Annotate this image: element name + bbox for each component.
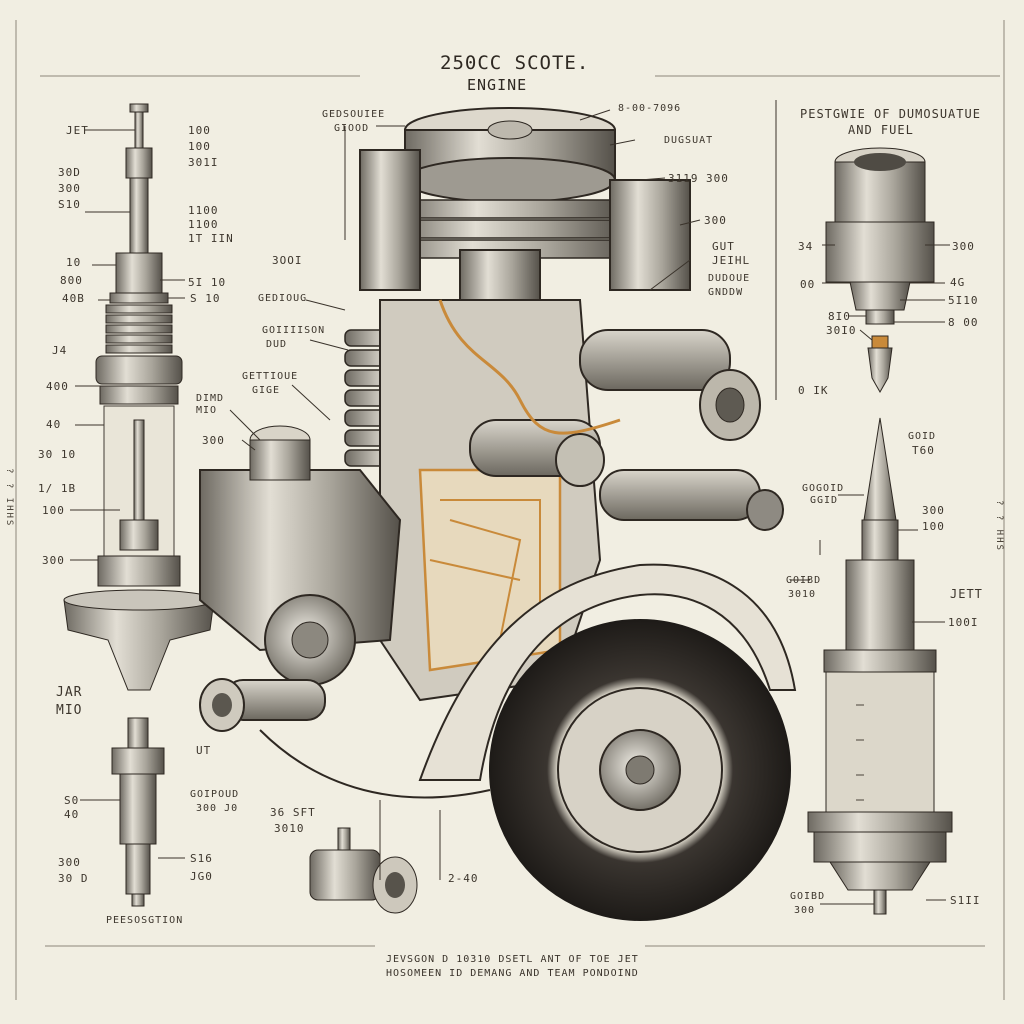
left-label: JAR (56, 685, 83, 700)
left-label: 300 (58, 182, 81, 195)
engine-label: MIO (196, 405, 218, 416)
bottom-left-label: PEESOSGTION (106, 915, 184, 926)
engine-label: 300 (706, 172, 729, 185)
right-label: GOID (908, 431, 937, 442)
leader-lines (70, 100, 950, 905)
side-label-right: ? ? HHS (994, 500, 1004, 552)
right-upper-cap (825, 147, 935, 394)
right-label: 5I10 (948, 294, 979, 307)
engine-label: 3119 (668, 172, 699, 185)
right-label: T60 (912, 444, 935, 457)
engine-label: 8-00-7096 (618, 103, 682, 114)
right-label: GOIBD (790, 891, 826, 902)
left-label: 30 10 (38, 448, 77, 461)
right-label: 00 (800, 278, 816, 291)
left-label: 301I (188, 156, 219, 169)
left-label: J4 (52, 344, 68, 357)
right-label: 34 (798, 240, 814, 253)
left-label: MIO (56, 703, 83, 718)
right-label: 300 (952, 240, 975, 253)
bottom-left-label: JG0 (190, 870, 213, 883)
engine-label: GEDIOUG (258, 293, 308, 304)
left-label: 1T IIN (188, 232, 234, 245)
engine-label: GIGE (252, 385, 281, 396)
title-line2: ENGINE (467, 76, 528, 94)
left-label: S 10 (190, 292, 221, 305)
left-label: 5I 10 (188, 276, 227, 289)
left-label: 30D (58, 166, 81, 179)
left-label: 40 (46, 418, 62, 431)
right-label: 3010 (788, 589, 817, 600)
engine-label: GEDSOUIEE (322, 109, 386, 120)
left-label: 100 (188, 124, 211, 137)
left-label: 400 (46, 380, 69, 393)
lower-left-fitting (111, 717, 165, 907)
bottom-left-label: 30 D (58, 872, 89, 885)
engine-label: 2-40 (448, 872, 479, 885)
right-label: 100 (922, 520, 945, 533)
engine-label: 300 (704, 214, 727, 227)
bottom-left-label: S16 (190, 852, 213, 865)
right-label: GOGOID (802, 483, 845, 494)
right-label: 100I (948, 616, 979, 629)
bottom-left-label: 300 (58, 856, 81, 869)
right-label: 300 (922, 504, 945, 517)
engine-label: 300 (202, 434, 225, 447)
left-label: 300 (42, 554, 65, 567)
title-line1: 250CC SCOTE. (440, 52, 590, 74)
caption-line2: HOSOMEEN ID DEMANG AND TEAM PONDOIND (386, 968, 639, 979)
left-jet-assembly (63, 103, 215, 691)
left-label: 1100 (188, 218, 219, 231)
right-label: 8I0 (828, 310, 851, 323)
engine-label: GUT (712, 240, 735, 253)
engine-label: DIMD (196, 393, 225, 404)
bottom-left-label: S0 (64, 794, 80, 807)
engine-label: UT (196, 744, 212, 757)
side-label-left: ? ? IHHS (4, 468, 14, 528)
right-label: S1II (950, 894, 981, 907)
engine-label: 3010 (274, 822, 305, 835)
engine-label: GIOOD (334, 123, 370, 134)
engine-label: GOIPOUD (190, 789, 240, 800)
engine-label: 3OOI (272, 254, 303, 267)
left-label: 800 (60, 274, 83, 287)
left-label: 100 (42, 504, 65, 517)
left-label: S10 (58, 198, 81, 211)
sheet-border (15, 20, 1005, 1000)
caption-line1: JEVSGON D 10310 DSETL ANT OF TOE JET (386, 954, 639, 965)
engine-label: 36 SFT (270, 806, 316, 819)
engine-label: DUD (266, 339, 288, 350)
left-label: 40B (62, 292, 85, 305)
engine-label: GETTIOUE (242, 371, 299, 382)
left-label: 100 (188, 140, 211, 153)
left-label: JET (66, 124, 89, 137)
engine-label: JEIHL (712, 254, 751, 267)
right-label: 300 (794, 905, 816, 916)
right-label: 8 00 (948, 316, 979, 329)
right-heading-line1: PESTGWIE OF DUMOSUATUE (800, 107, 981, 121)
left-label: 1/ 1B (38, 482, 77, 495)
engine-label: 0 IK (798, 384, 829, 397)
right-lower-nozzle (807, 417, 953, 915)
engine-label: 300 J0 (196, 803, 239, 814)
right-label: GGID (810, 495, 839, 506)
right-label: 4G (950, 276, 966, 289)
engine-label: GOIIIISON (262, 325, 326, 336)
right-heading-line2: AND FUEL (848, 123, 914, 137)
engine-label: GNDDW (708, 287, 744, 298)
engine-label: DUGSUAT (664, 135, 714, 146)
engine-label: DUDOUE (708, 273, 751, 284)
right-label: 30I0 (826, 324, 857, 337)
left-label: 10 (66, 256, 82, 269)
right-label: GOIBD (786, 575, 822, 586)
bottom-fitting (309, 827, 418, 914)
right-label: JETT (950, 587, 983, 601)
engine-body (199, 107, 797, 921)
left-label: 1100 (188, 204, 219, 217)
bottom-left-label: 40 (64, 808, 80, 821)
